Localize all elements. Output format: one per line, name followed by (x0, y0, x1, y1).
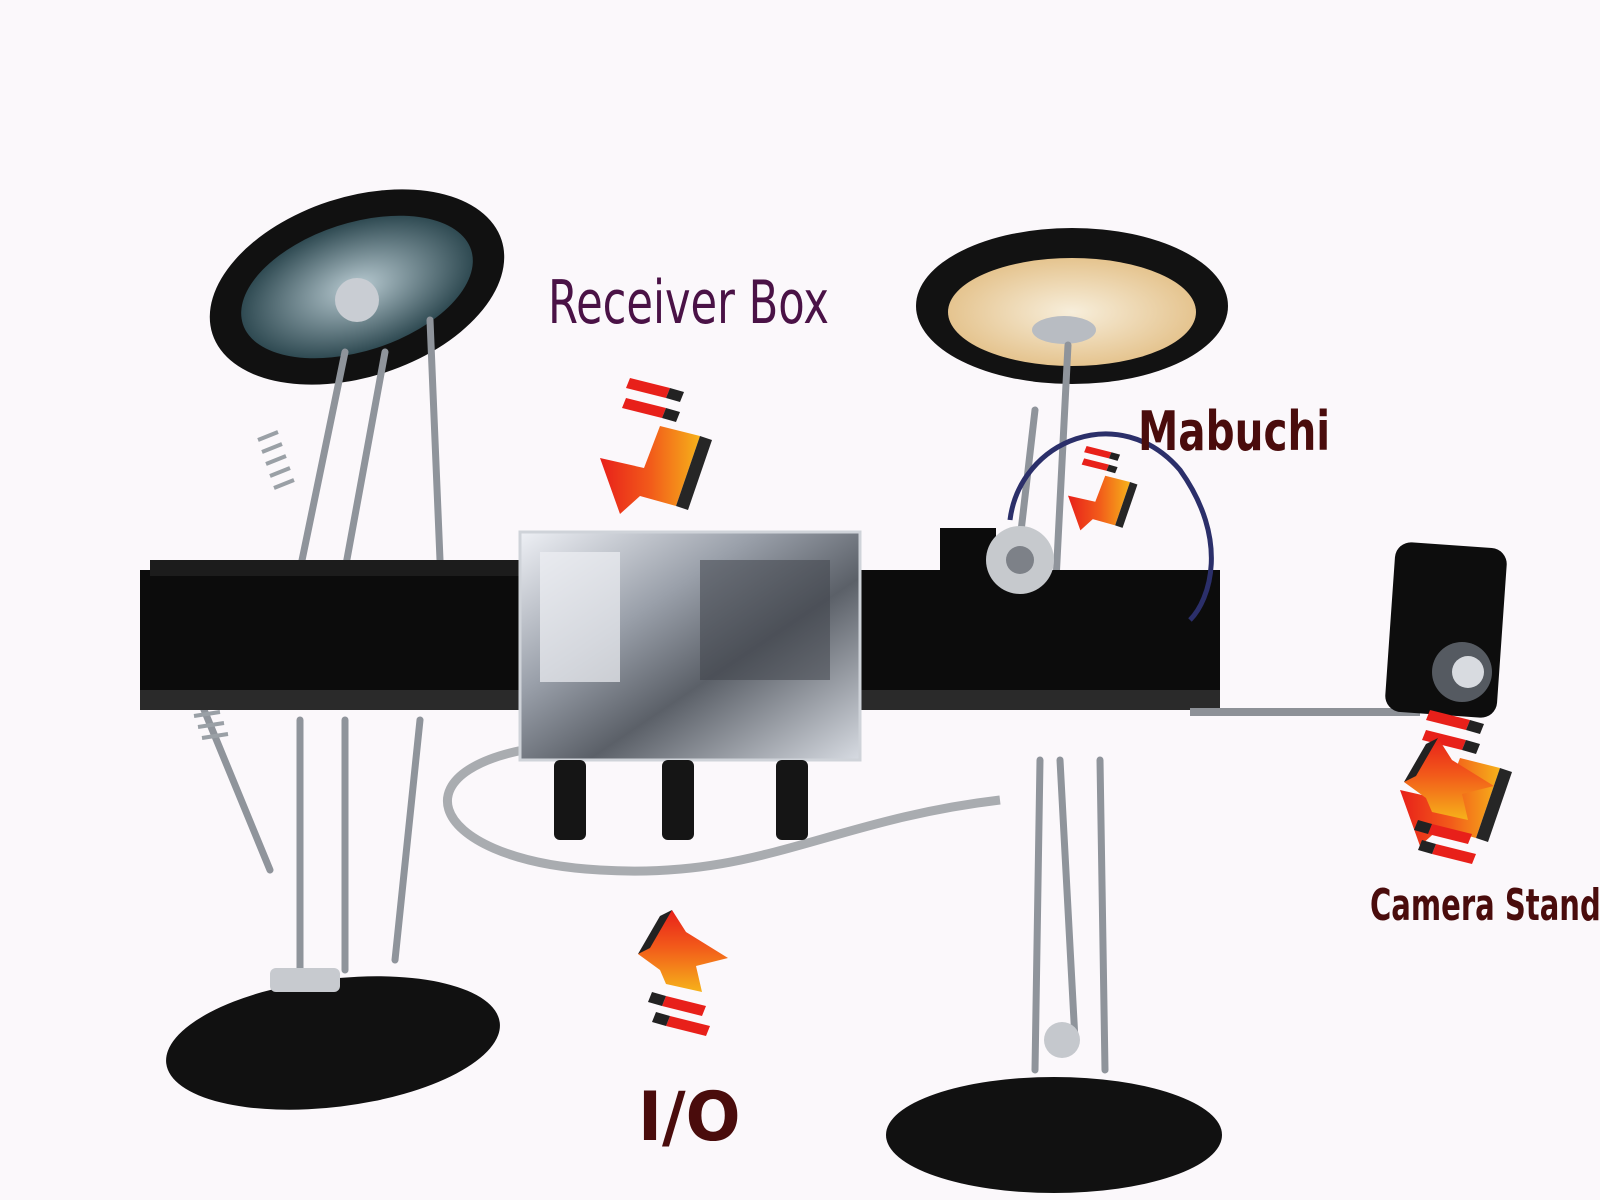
arrow-icon (638, 910, 728, 1036)
io-connectors (554, 760, 808, 840)
wheel-bottom-left (166, 968, 500, 1110)
suspension-links (196, 316, 1109, 1074)
arrow-icon (1404, 738, 1494, 864)
arrow-icon (600, 378, 712, 514)
mabuchi-motor (940, 526, 1054, 628)
arrow-icon (1068, 446, 1138, 531)
io-label: I/O (638, 1078, 741, 1157)
motor-wires (1007, 431, 1214, 622)
wheel-top-left (209, 189, 505, 385)
receiver-box-label: Receiver Box (548, 268, 829, 338)
wheel-top-right (916, 228, 1228, 384)
receiver-box (518, 530, 862, 762)
camera-stand (1190, 542, 1507, 718)
mabuchi-label: Mabuchi (1138, 400, 1331, 463)
io-cable (442, 740, 1001, 876)
wheel-bottom-right (886, 1022, 1222, 1193)
camera-stand-label: Camera Stand (1370, 880, 1600, 931)
